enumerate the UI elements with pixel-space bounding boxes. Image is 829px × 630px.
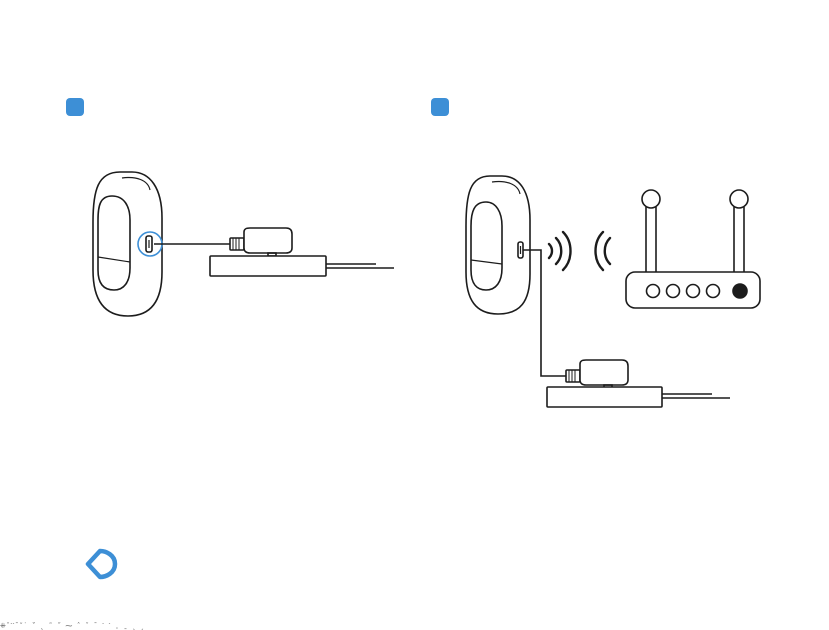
brand-logo-icon (88, 551, 115, 577)
wifi-router-icon (626, 190, 760, 308)
step-1-badge (66, 98, 84, 116)
motion-sensor-icon (466, 176, 530, 314)
footer-print-marks: ⁜ˇˊˋˉ˘˙ ˚ ˛ ˜ ˝ ⁓ ˆ ˇ ˉ ˊ ˋ ˌ ˍ ˎ ˏ (0, 622, 829, 630)
step-2-badge (431, 98, 449, 116)
wifi-signal-icon (596, 232, 611, 270)
power-adapter-icon (210, 228, 394, 276)
wifi-signal-icon (549, 232, 571, 270)
power-adapter-icon (547, 360, 730, 407)
